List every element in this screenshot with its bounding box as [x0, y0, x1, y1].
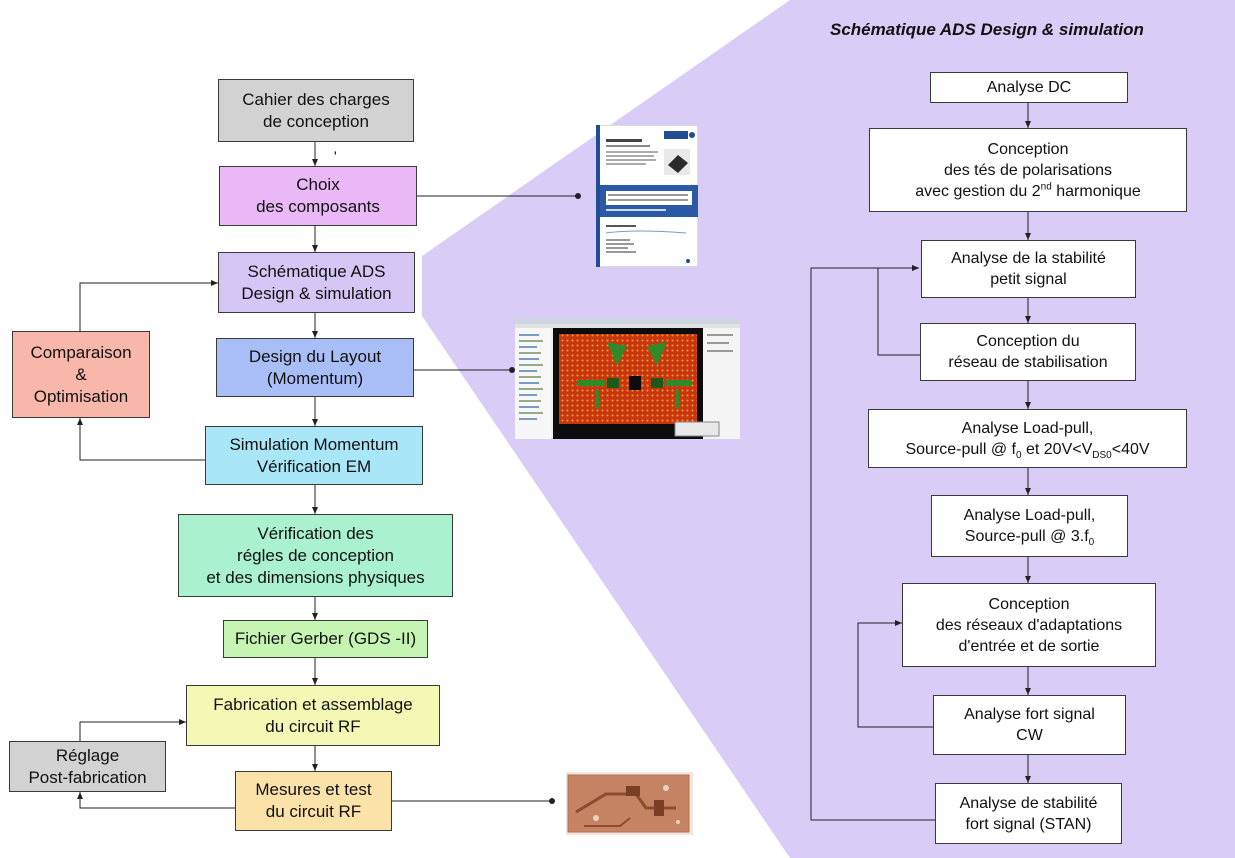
- box-label: Source-pull @ 3.f: [964, 528, 1089, 545]
- box-label: Cahier des charges: [242, 89, 390, 109]
- box-label: Post-fabrication: [28, 767, 147, 787]
- layout-screenshot-image: [515, 318, 740, 439]
- box-label: des tés de polarisations: [943, 161, 1113, 179]
- box-load-pull-1: Analyse Load-pull, Source-pull @ f0 et 2…: [868, 409, 1187, 468]
- box-label: fort signal (STAN): [965, 815, 1092, 833]
- superscript: nd: [1040, 181, 1052, 193]
- box-label: et 20V<V: [1021, 440, 1093, 458]
- box-label: <40V: [1111, 440, 1150, 458]
- box-label: de conception: [263, 111, 369, 131]
- box-label: des réseaux d'adaptations: [935, 616, 1123, 634]
- box-label: &: [75, 364, 87, 384]
- subscript: DS0: [1092, 449, 1112, 461]
- box-stabilite-stan: Analyse de stabilité fort signal (STAN): [935, 783, 1122, 844]
- box-label: (Momentum): [266, 368, 364, 388]
- box-label: du circuit RF: [265, 802, 362, 821]
- box-conception-tes: Conception des tés de polarisations avec…: [869, 128, 1187, 212]
- box-reseaux-adaptation: Conception des réseaux d'adaptations d'ent…: [902, 583, 1156, 667]
- box-label: Schématique ADS: [247, 261, 386, 281]
- subscript: 0: [1088, 537, 1095, 549]
- box-label: petit signal: [990, 271, 1067, 288]
- dot-datasheet: [575, 193, 581, 199]
- box-comparaison: Comparaison&Optimisation: [12, 331, 150, 418]
- arrow-reglage-fabrication: [79, 719, 186, 741]
- loop-stan-stabps: [810, 265, 935, 821]
- box-label: Conception: [987, 140, 1069, 158]
- box-label: Optimisation: [33, 386, 129, 406]
- box-label: Comparaison: [30, 342, 132, 362]
- box-label: Vérification des: [257, 523, 374, 543]
- box-label: Réglage: [55, 745, 120, 765]
- box-label: Conception: [988, 595, 1070, 613]
- box-label: réseau de stabilisation: [948, 354, 1108, 371]
- box-label: Analyse de la stabilité: [951, 250, 1106, 267]
- box-label: du circuit RF: [265, 716, 361, 736]
- box-label: CW: [1016, 727, 1043, 744]
- box-label: Simulation Momentum: [229, 434, 399, 454]
- box-label: Choix: [296, 175, 340, 194]
- stray-mark: ': [334, 148, 337, 164]
- loop-stabnet-stabps: [877, 265, 920, 356]
- box-label: Design du Layout: [248, 346, 382, 366]
- box-label: Fichier Gerber (GDS -II): [234, 629, 417, 648]
- panel-title: Schématique ADS Design & simulation: [830, 20, 1144, 39]
- box-choix-composants: Choix des composants: [219, 166, 417, 226]
- box-label: Analyse Load-pull,: [963, 507, 1096, 524]
- box-label: harmonique: [1051, 182, 1141, 200]
- box-label: Design & simulation: [241, 283, 392, 303]
- pcb-photo-image: [566, 772, 693, 835]
- dot-layout: [509, 367, 515, 373]
- arrow-simulation-comparaison: [77, 418, 205, 461]
- box-label: Analyse Load-pull,: [961, 419, 1094, 437]
- box-label: Fabrication et assemblage: [213, 694, 413, 714]
- loop-fort-adapt: [857, 620, 933, 728]
- box-fichier-gerber: Fichier Gerber (GDS -II): [223, 620, 428, 658]
- datasheet-image: [596, 125, 698, 267]
- box-mesures-test: Mesures et test du circuit RF: [235, 771, 392, 831]
- box-label: Mesures et test: [255, 780, 372, 799]
- box-reseau-stabilisation: Conception du réseau de stabilisation: [920, 323, 1136, 381]
- box-load-pull-2: Analyse Load-pull, Source-pull @ 3.f0: [931, 495, 1128, 557]
- arrow-mesures-reglage: [77, 792, 235, 809]
- box-label: des composants: [256, 197, 380, 216]
- box-label: et des dimensions physiques: [206, 567, 425, 587]
- box-label: régles de conception: [237, 545, 394, 565]
- box-label: d'entrée et de sortie: [958, 637, 1100, 655]
- box-design-layout: Design du Layout(Momentum): [216, 338, 414, 397]
- box-label: avec gestion du 2: [915, 182, 1041, 200]
- box-stabilite-petit-signal: Analyse de la stabilité petit signal: [921, 240, 1136, 298]
- box-label: Source-pull @ f: [905, 440, 1016, 458]
- subscript: 0: [1015, 449, 1022, 461]
- box-label: Analyse de stabilité: [959, 794, 1098, 812]
- arrow-comparaison-schematique: [79, 280, 218, 331]
- box-label: Conception du: [976, 333, 1080, 350]
- box-label: Vérification EM: [256, 456, 372, 476]
- box-label: Analyse fort signal: [964, 706, 1095, 723]
- box-label: Analyse DC: [986, 79, 1072, 96]
- dot-pcb: [549, 798, 555, 804]
- box-analyse-dc: Analyse DC: [930, 72, 1128, 103]
